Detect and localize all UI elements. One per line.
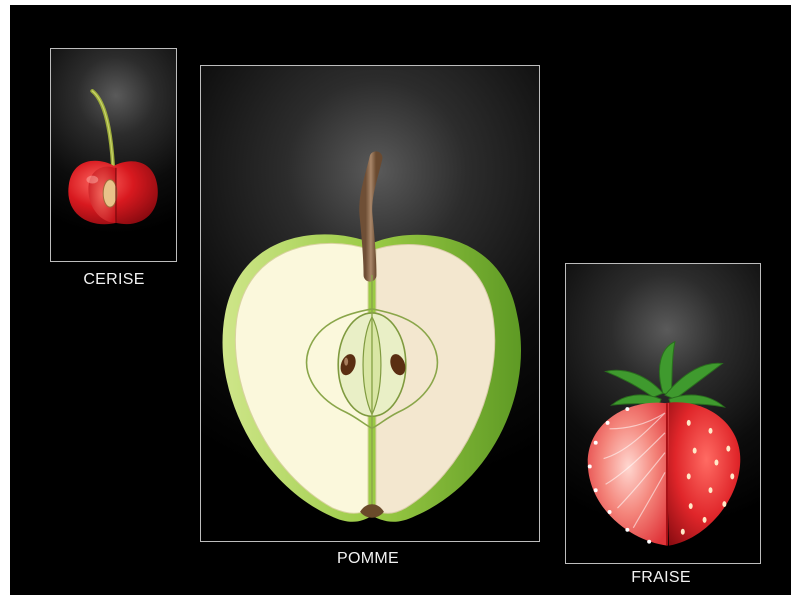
apple-panel [200, 65, 540, 542]
cherry-panel [50, 48, 177, 262]
apple-label: POMME [298, 550, 438, 568]
strawberry-panel [565, 263, 761, 564]
cherry-label: CERISE [44, 271, 184, 289]
apple-cross-section-icon [201, 66, 539, 541]
strawberry-cross-section-icon [566, 264, 760, 563]
cherry-cross-section-icon [51, 49, 176, 261]
strawberry-label: FRAISE [591, 569, 731, 587]
fruit-illustration: CERISE [10, 5, 791, 595]
